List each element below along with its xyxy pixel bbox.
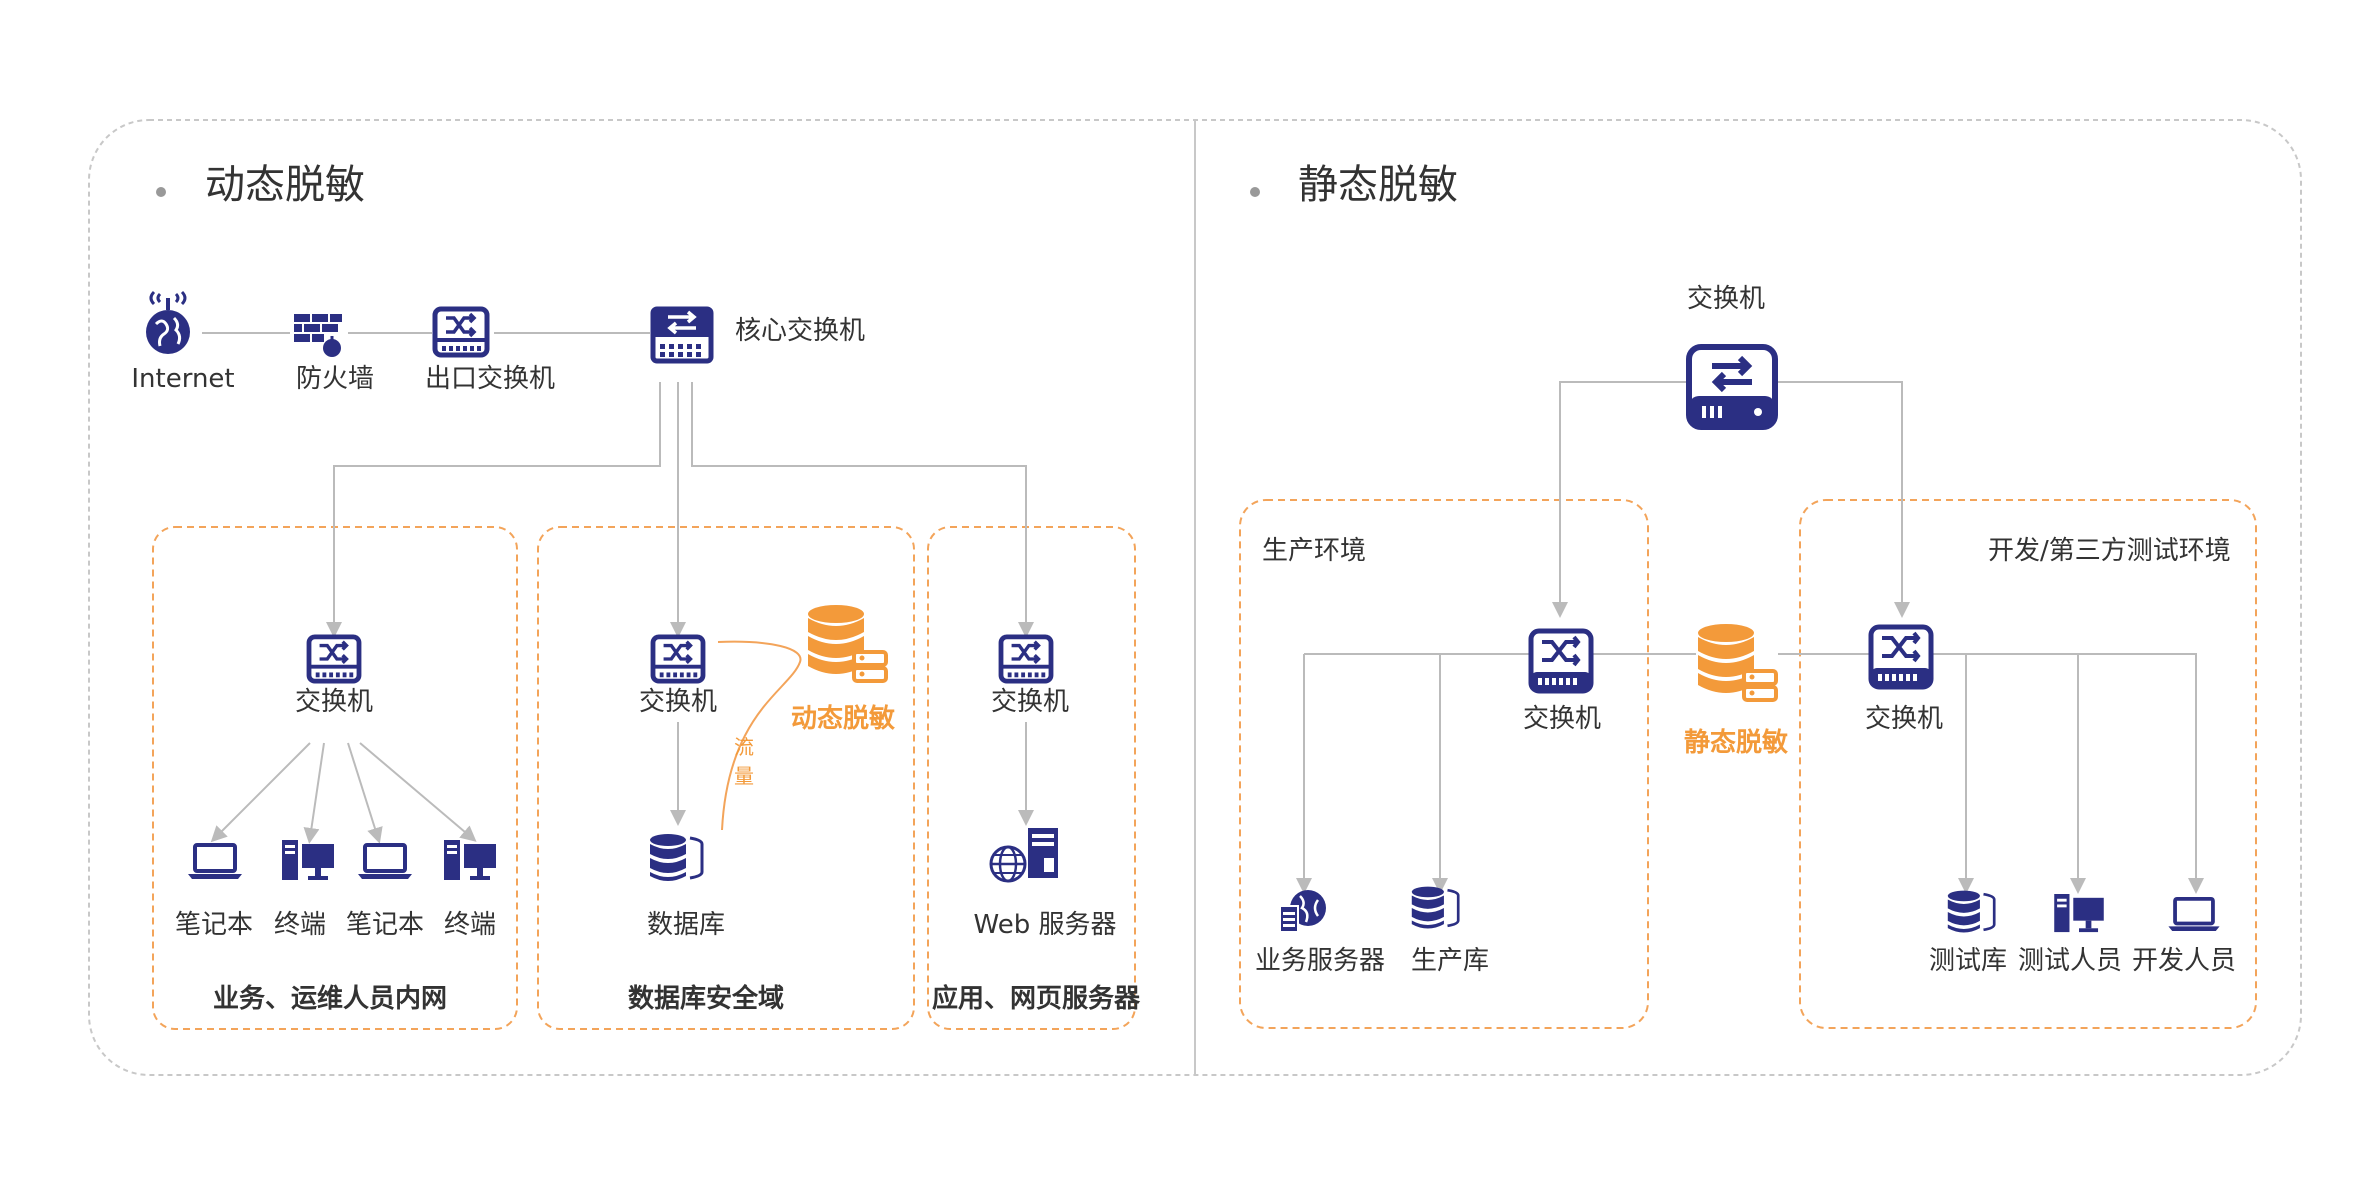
dynamic-bullet <box>156 187 166 197</box>
developer-label: 开发人员 <box>2131 946 2237 976</box>
web-server-icon <box>989 828 1058 883</box>
developer-laptop-icon <box>2168 896 2220 932</box>
desktop-terminal-icon <box>444 840 496 880</box>
zone2-border <box>537 526 915 1030</box>
zone1-switch-label: 交换机 <box>294 687 374 717</box>
link-core-zone3 <box>691 382 1034 638</box>
zone1-name: 业务、运维人员内网 <box>212 984 448 1014</box>
zone1-device-label: 笔记本 <box>345 910 425 940</box>
core-switch-label: 核心交换机 <box>735 316 866 346</box>
dynamic-title: 动态脱敏 <box>205 162 365 208</box>
tester-label: 测试人员 <box>2017 946 2123 976</box>
database-label: 数据库 <box>646 910 726 940</box>
zone2-name: 数据库安全域 <box>627 984 785 1014</box>
test-database-icon <box>1947 890 1996 933</box>
traffic-curve <box>717 640 802 831</box>
internet-label: Internet <box>131 364 235 394</box>
desktop-terminal-icon <box>282 840 334 880</box>
static-bullet <box>1250 187 1260 197</box>
dynamic-masking-label: 动态脱敏 <box>790 704 896 734</box>
zone2-switch-icon <box>650 634 706 684</box>
firewall-icon <box>294 314 342 357</box>
static-masking-label: 静态脱敏 <box>1683 728 1789 758</box>
prod-database-icon <box>1411 886 1460 929</box>
dev-switch-label: 交换机 <box>1864 704 1944 734</box>
traffic-label-2: 量 <box>734 764 754 788</box>
prod-switch-icon <box>1528 628 1594 694</box>
link-z1-d3 <box>347 742 383 844</box>
static-top-switch-icon <box>1686 344 1778 430</box>
link-static-dev <box>1730 381 1910 618</box>
web-server-label: Web 服务器 <box>973 910 1117 940</box>
link-z1-d2 <box>303 742 325 844</box>
prod-db-label: 生产库 <box>1410 946 1490 976</box>
test-db-label: 测试库 <box>1928 946 2008 976</box>
zone3-switch-label: 交换机 <box>990 687 1070 717</box>
zone3-name: 应用、网页服务器 <box>931 984 1141 1014</box>
static-top-switch-label: 交换机 <box>1686 284 1766 314</box>
tester-desktop-icon <box>2054 894 2104 933</box>
static-title: 静态脱敏 <box>1298 162 1458 208</box>
zone3-border <box>927 526 1136 1030</box>
exit-switch-icon <box>432 306 490 358</box>
traffic-label-1: 流 <box>734 735 754 759</box>
laptop-icon <box>188 843 242 879</box>
link-dev-developer <box>2180 653 2204 894</box>
zone3-switch-icon <box>998 634 1054 684</box>
link-static-prod <box>1552 381 1730 618</box>
link-z1-d4 <box>359 742 477 842</box>
dynamic-masking-db-icon <box>808 605 888 683</box>
business-server-label: 业务服务器 <box>1254 946 1386 976</box>
link-core-zone1 <box>326 382 661 638</box>
zone1-device-label: 笔记本 <box>174 910 254 940</box>
exit-switch-label: 出口交换机 <box>424 364 556 394</box>
laptop-icon <box>358 843 412 879</box>
dev-zone-name: 开发/第三方测试环境 <box>1988 536 2231 566</box>
prod-zone-name: 生产环境 <box>1262 536 1367 566</box>
core-switch-icon <box>650 306 714 364</box>
static-masking-db-icon <box>1696 623 1778 705</box>
zone1-switch-icon <box>306 634 362 684</box>
zone1-device-label: 终端 <box>273 910 327 940</box>
dev-switch-icon <box>1868 624 1934 690</box>
prod-switch-label: 交换机 <box>1522 704 1602 734</box>
firewall-label: 防火墙 <box>295 364 375 394</box>
zone2-switch-label: 交换机 <box>638 687 718 717</box>
internet-globe-icon <box>146 290 190 354</box>
link-z1-d1 <box>210 742 311 843</box>
database-icon <box>650 834 704 881</box>
zone1-device-label: 终端 <box>443 910 497 940</box>
business-server-icon <box>1279 890 1326 933</box>
